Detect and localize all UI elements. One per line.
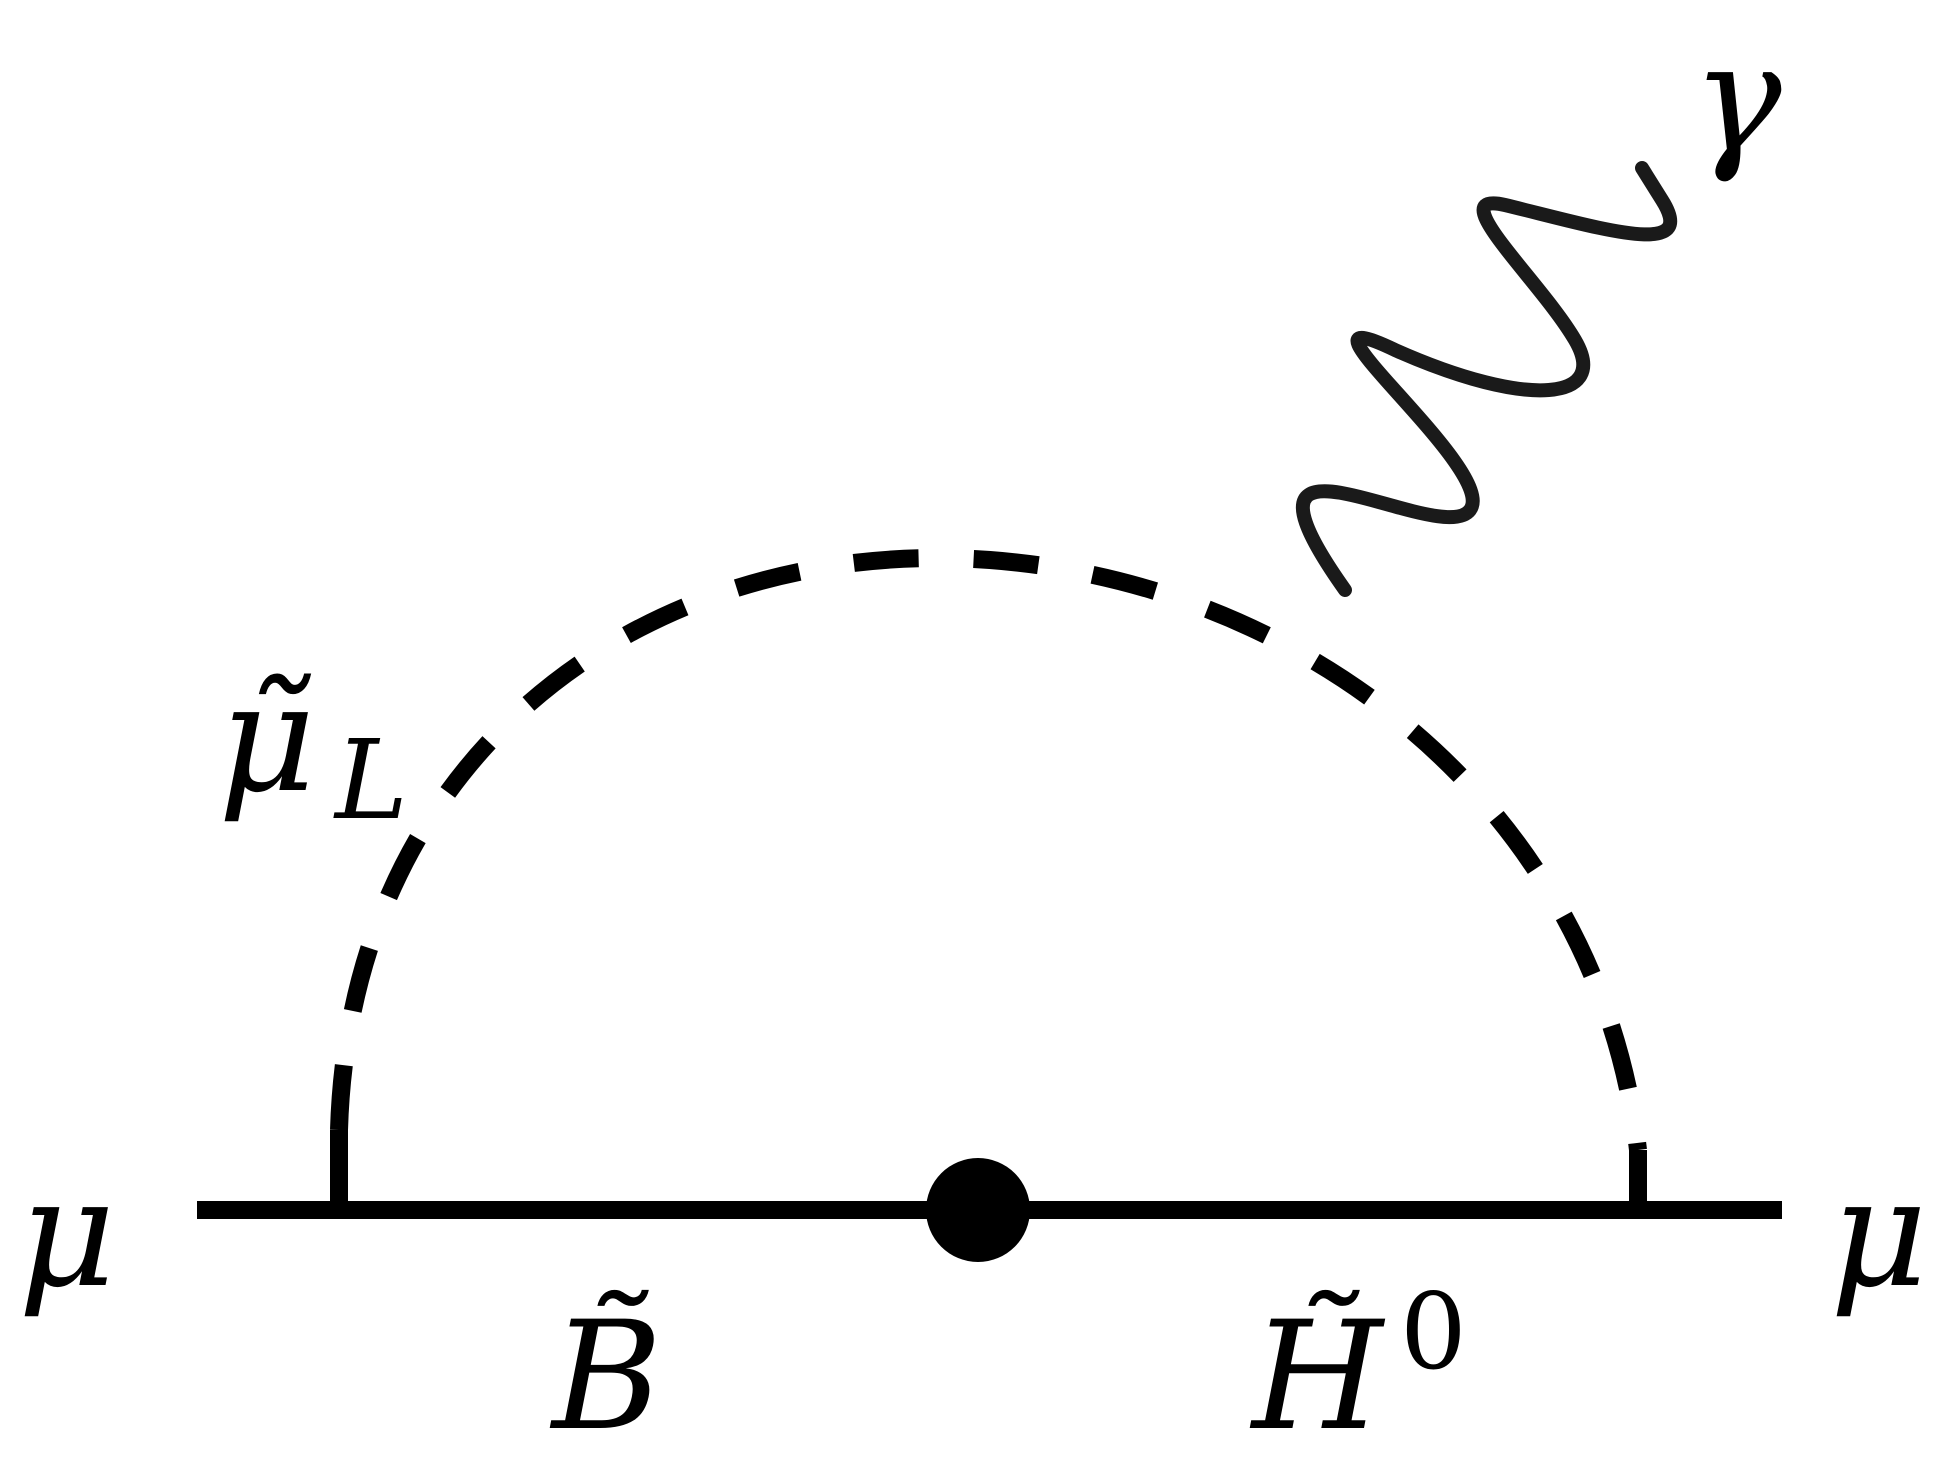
label-smuon-l: μ̃ L [218, 652, 408, 844]
label-incoming-muon: μ [18, 1147, 116, 1321]
label-higgsino: H̃ 0 [1249, 1271, 1467, 1464]
label-photon: γ [1692, 12, 1782, 186]
label-higgsino-base: H̃ [1249, 1290, 1386, 1464]
label-smuon: μ̃ [218, 652, 316, 826]
label-smuon-subscript: L [333, 716, 408, 844]
label-higgsino-superscript: 0 [1400, 1271, 1467, 1393]
photon-wavy-line [1296, 161, 1678, 597]
scalar-dashed-arc [330, 549, 1647, 1152]
label-outgoing-muon: μ [1830, 1147, 1928, 1321]
mass-insertion-dot [926, 1158, 1030, 1262]
label-bino: B̃ [549, 1290, 662, 1464]
